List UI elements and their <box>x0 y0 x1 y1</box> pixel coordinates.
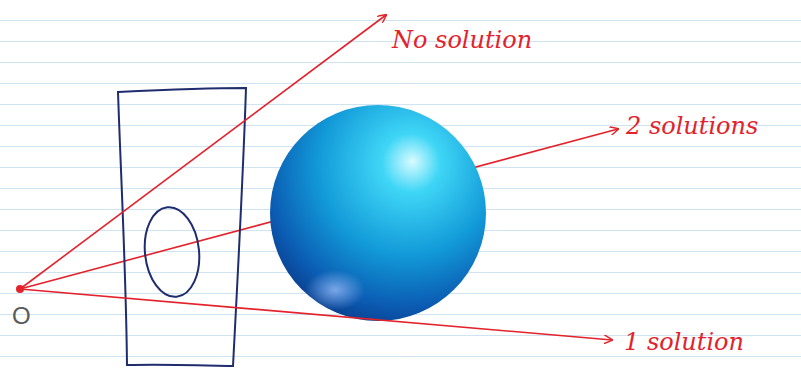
image-plane <box>118 88 246 366</box>
projected-circle <box>140 204 203 299</box>
ray-label: 2 solutions <box>626 112 758 140</box>
origin-point <box>16 285 24 293</box>
sphere <box>270 105 486 321</box>
ray-label: No solution <box>392 26 532 54</box>
ray-tangent <box>20 289 612 340</box>
sphere-reflection <box>305 270 365 310</box>
point-label: O <box>12 302 31 330</box>
ray-label: 1 solution <box>624 328 744 356</box>
ray-miss <box>20 15 386 289</box>
